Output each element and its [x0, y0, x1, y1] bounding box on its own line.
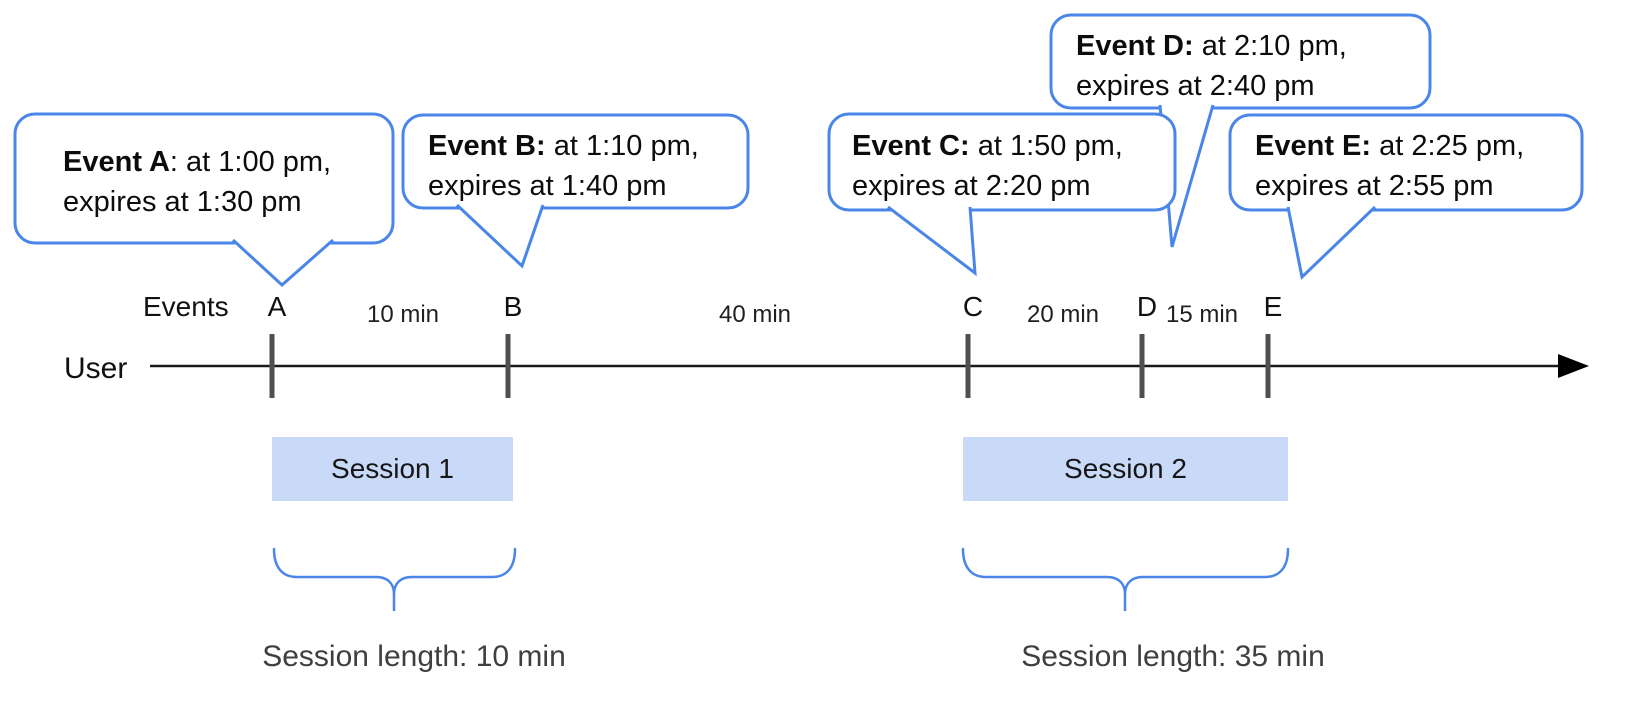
callout-e-tail [1286, 205, 1377, 280]
session-1-label: Session 1 [331, 453, 454, 484]
callout-c-tail [887, 205, 977, 277]
callout-c-time: at 1:50 pm, [969, 130, 1123, 162]
callout-b-line1: Event B: at 1:10 pm, [428, 126, 699, 166]
callout-a-text: Event A: at 1:00 pm, expires at 1:30 pm [63, 142, 331, 222]
event-letter-d: D [1136, 291, 1158, 322]
callout-d-time: at 2:10 pm, [1193, 30, 1347, 62]
interval-a-b: 10 min [366, 301, 440, 328]
callout-b-event-name: Event B: [428, 130, 546, 162]
session-2-label: Session 2 [1064, 453, 1187, 484]
callout-c-bubble [827, 112, 1177, 212]
callout-c-line2: expires at 2:20 pm [852, 170, 1091, 202]
session-2-brace [961, 547, 1290, 611]
callout-a-line2: expires at 1:30 pm [63, 186, 302, 218]
interval-b-c: 40 min [718, 301, 792, 328]
callout-d-event-name: Event D: [1076, 30, 1194, 62]
interval-c-d: 20 min [1026, 301, 1100, 328]
user-axis-label: User [64, 352, 128, 385]
callout-e-line1: Event E: at 2:25 pm, [1255, 126, 1524, 166]
callout-d-bubble [1049, 13, 1432, 110]
callout-c-text: Event C: at 1:50 pm, expires at 2:20 pm [852, 126, 1123, 206]
events-axis-label: Events [143, 291, 229, 322]
event-letter-b: B [503, 291, 523, 322]
session-1-box [272, 437, 513, 501]
callout-c-line1: Event C: at 1:50 pm, [852, 126, 1123, 166]
session-1-length-label: Session length: 10 min [262, 640, 566, 673]
callout-d-line2: expires at 2:40 pm [1076, 70, 1315, 102]
callout-a-event-name: Event A [63, 146, 170, 178]
callout-b-text: Event B: at 1:10 pm, expires at 1:40 pm [428, 126, 699, 206]
callout-d-text: Event D: at 2:10 pm, expires at 2:40 pm [1076, 26, 1347, 106]
session-1-brace [272, 547, 517, 611]
event-letter-e: E [1263, 291, 1283, 322]
callout-b-bubble [401, 113, 750, 210]
callout-a-bubble [13, 112, 395, 245]
callout-d-line1: Event D: at 2:10 pm, [1076, 26, 1347, 66]
event-letter-a: A [267, 291, 287, 322]
callout-b-tail [455, 203, 545, 269]
callout-a-time: : at 1:00 pm, [169, 146, 332, 178]
callout-e-event-name: Event E: [1255, 130, 1372, 162]
callout-a-tail [231, 238, 334, 288]
callout-e-line2: expires at 2:55 pm [1255, 170, 1494, 202]
session-2-length-label: Session length: 35 min [1021, 640, 1325, 673]
callout-b-line2: expires at 1:40 pm [428, 170, 667, 202]
callout-b-time: at 1:10 pm, [545, 130, 699, 162]
callout-c-event-name: Event C: [852, 130, 970, 162]
callout-e-time: at 2:25 pm, [1371, 130, 1525, 162]
callout-e-bubble [1228, 113, 1584, 212]
timeline-arrowhead-icon [1558, 354, 1589, 378]
callout-e-text: Event E: at 2:25 pm, expires at 2:55 pm [1255, 126, 1524, 206]
callout-a-line1: Event A: at 1:00 pm, [63, 142, 331, 182]
interval-d-e: 15 min [1165, 301, 1239, 328]
session-2-box [963, 437, 1288, 501]
event-letter-c: C [962, 291, 984, 322]
